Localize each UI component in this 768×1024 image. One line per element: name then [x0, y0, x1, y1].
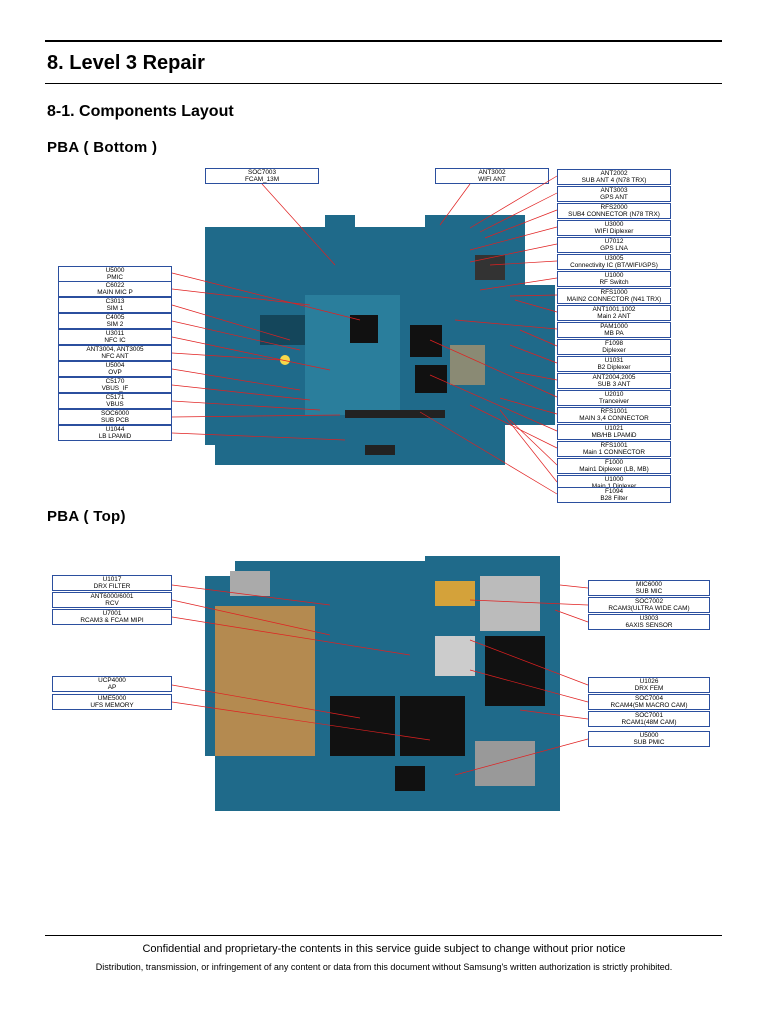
footer-copyright: Distribution, transmission, or infringem…	[95, 962, 673, 972]
section-title: 8-1. Components Layout	[47, 103, 234, 120]
footer-notice: Confidential and proprietary-the content…	[142, 943, 626, 955]
title-rule	[45, 83, 722, 84]
pcb-bottom-image	[205, 215, 555, 465]
top-section-title: PBA ( Top)	[47, 508, 126, 525]
page-title: 8. Level 3 Repair	[47, 52, 205, 74]
bottom-section-title: PBA ( Bottom )	[47, 139, 158, 156]
pcb-top-image	[205, 556, 560, 811]
footer-rule	[45, 935, 722, 936]
top-rule	[45, 40, 722, 42]
